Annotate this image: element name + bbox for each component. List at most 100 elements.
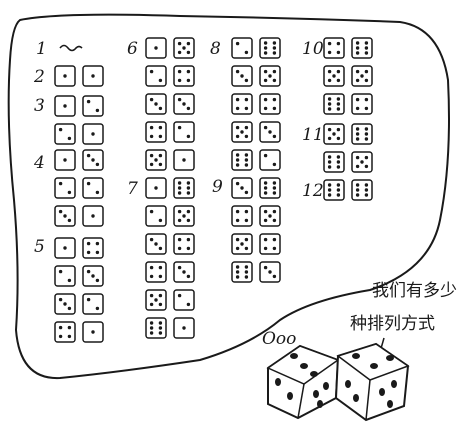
- die-pip: [355, 51, 360, 55]
- dice-pair-sum-8: [231, 121, 281, 143]
- die-pip: [86, 153, 91, 158]
- large-dice-illustration: [266, 342, 410, 422]
- die-pip: [364, 155, 369, 160]
- die-5: [145, 149, 167, 171]
- die-pip: [86, 297, 91, 302]
- die-pip: [186, 191, 191, 195]
- die-pip: [336, 69, 341, 74]
- die-pip: [364, 132, 369, 136]
- die-5: [173, 37, 195, 59]
- die-6: [231, 261, 253, 283]
- die-face: [323, 179, 345, 201]
- die-pip: [244, 246, 249, 251]
- die-face: [351, 93, 373, 115]
- die-pip: [272, 186, 277, 190]
- dice-grid: [54, 37, 373, 343]
- die-face: [231, 261, 253, 283]
- die-face: [54, 177, 76, 199]
- sum-label-8: 8: [210, 39, 221, 59]
- die-3: [82, 265, 104, 287]
- die-pip: [182, 326, 186, 330]
- die-face: [82, 293, 104, 315]
- die-face: [173, 289, 195, 311]
- die-6: [351, 179, 373, 201]
- die-pip: [263, 97, 268, 102]
- die-pip: [95, 190, 100, 195]
- die-1: [173, 149, 195, 171]
- dice-pair-sum-8: [231, 93, 281, 115]
- die-face: [231, 93, 253, 115]
- die-5: [351, 151, 373, 173]
- die-pip: [355, 155, 360, 160]
- die-pip: [327, 136, 332, 141]
- die-pip: [327, 160, 332, 164]
- large-die-right: [334, 342, 410, 422]
- die-3: [259, 121, 281, 143]
- die-face: [145, 205, 167, 227]
- die-pip: [327, 127, 332, 132]
- die-pip: [336, 165, 341, 169]
- dice-pair-sum-8: [231, 149, 281, 171]
- dice-pair-sum-9: [231, 261, 281, 283]
- die-face: [82, 237, 104, 259]
- die-pip: [235, 237, 240, 242]
- die-5: [351, 65, 373, 87]
- die-pip: [355, 183, 360, 187]
- die-pip: [149, 265, 154, 270]
- die-pip: [235, 218, 240, 223]
- die-pip: [91, 158, 95, 162]
- die-5: [231, 233, 253, 255]
- die-pip: [86, 181, 91, 186]
- dice-pair-sum-7: [145, 205, 195, 227]
- dice-pair-sum-10: [323, 65, 373, 87]
- die-pip: [272, 191, 277, 195]
- die-face: [173, 121, 195, 143]
- die-face: [173, 177, 195, 199]
- sum-label-4: 4: [33, 153, 45, 173]
- die-2: [145, 65, 167, 87]
- dice-pair-sum-3: [54, 95, 104, 117]
- die-pip: [177, 69, 182, 74]
- dice-pair-sum-5: [54, 293, 104, 315]
- die-pip: [244, 218, 249, 223]
- die-pip: [95, 278, 100, 283]
- die-1: [145, 177, 167, 199]
- die-pip: [158, 246, 163, 251]
- die-pip: [263, 106, 268, 111]
- die-pip: [364, 41, 369, 45]
- die-face: [231, 205, 253, 227]
- die-1: [54, 95, 76, 117]
- die-5: [259, 205, 281, 227]
- die-face: [259, 149, 281, 171]
- die-pip: [235, 181, 240, 186]
- die-face: [54, 123, 76, 145]
- die-pip: [158, 302, 163, 307]
- die-face: [145, 317, 167, 339]
- die-pip: [355, 132, 360, 136]
- die-face: [173, 65, 195, 87]
- die-pip: [177, 218, 182, 223]
- die-pip: [327, 165, 332, 169]
- die-pip: [63, 158, 67, 162]
- die-pip: [263, 181, 268, 185]
- die-pip: [327, 50, 332, 55]
- die-3: [54, 205, 76, 227]
- die-pip: [86, 241, 91, 246]
- sum-label-3: 3: [34, 96, 45, 116]
- die-2: [231, 37, 253, 59]
- die-pip: [272, 274, 277, 279]
- caption-line-1: 我们有多少: [372, 281, 457, 301]
- die-pip: [327, 78, 332, 83]
- die-pip: [63, 104, 67, 108]
- die-pip: [336, 155, 341, 159]
- die-pip: [272, 41, 277, 45]
- die-pip: [158, 331, 163, 335]
- die-pip: [244, 209, 249, 214]
- die-6: [145, 317, 167, 339]
- sum-label-5: 5: [34, 237, 45, 257]
- die-pip: [149, 153, 154, 158]
- die-pip: [355, 78, 360, 83]
- die-pip: [360, 160, 364, 164]
- die-6: [173, 177, 195, 199]
